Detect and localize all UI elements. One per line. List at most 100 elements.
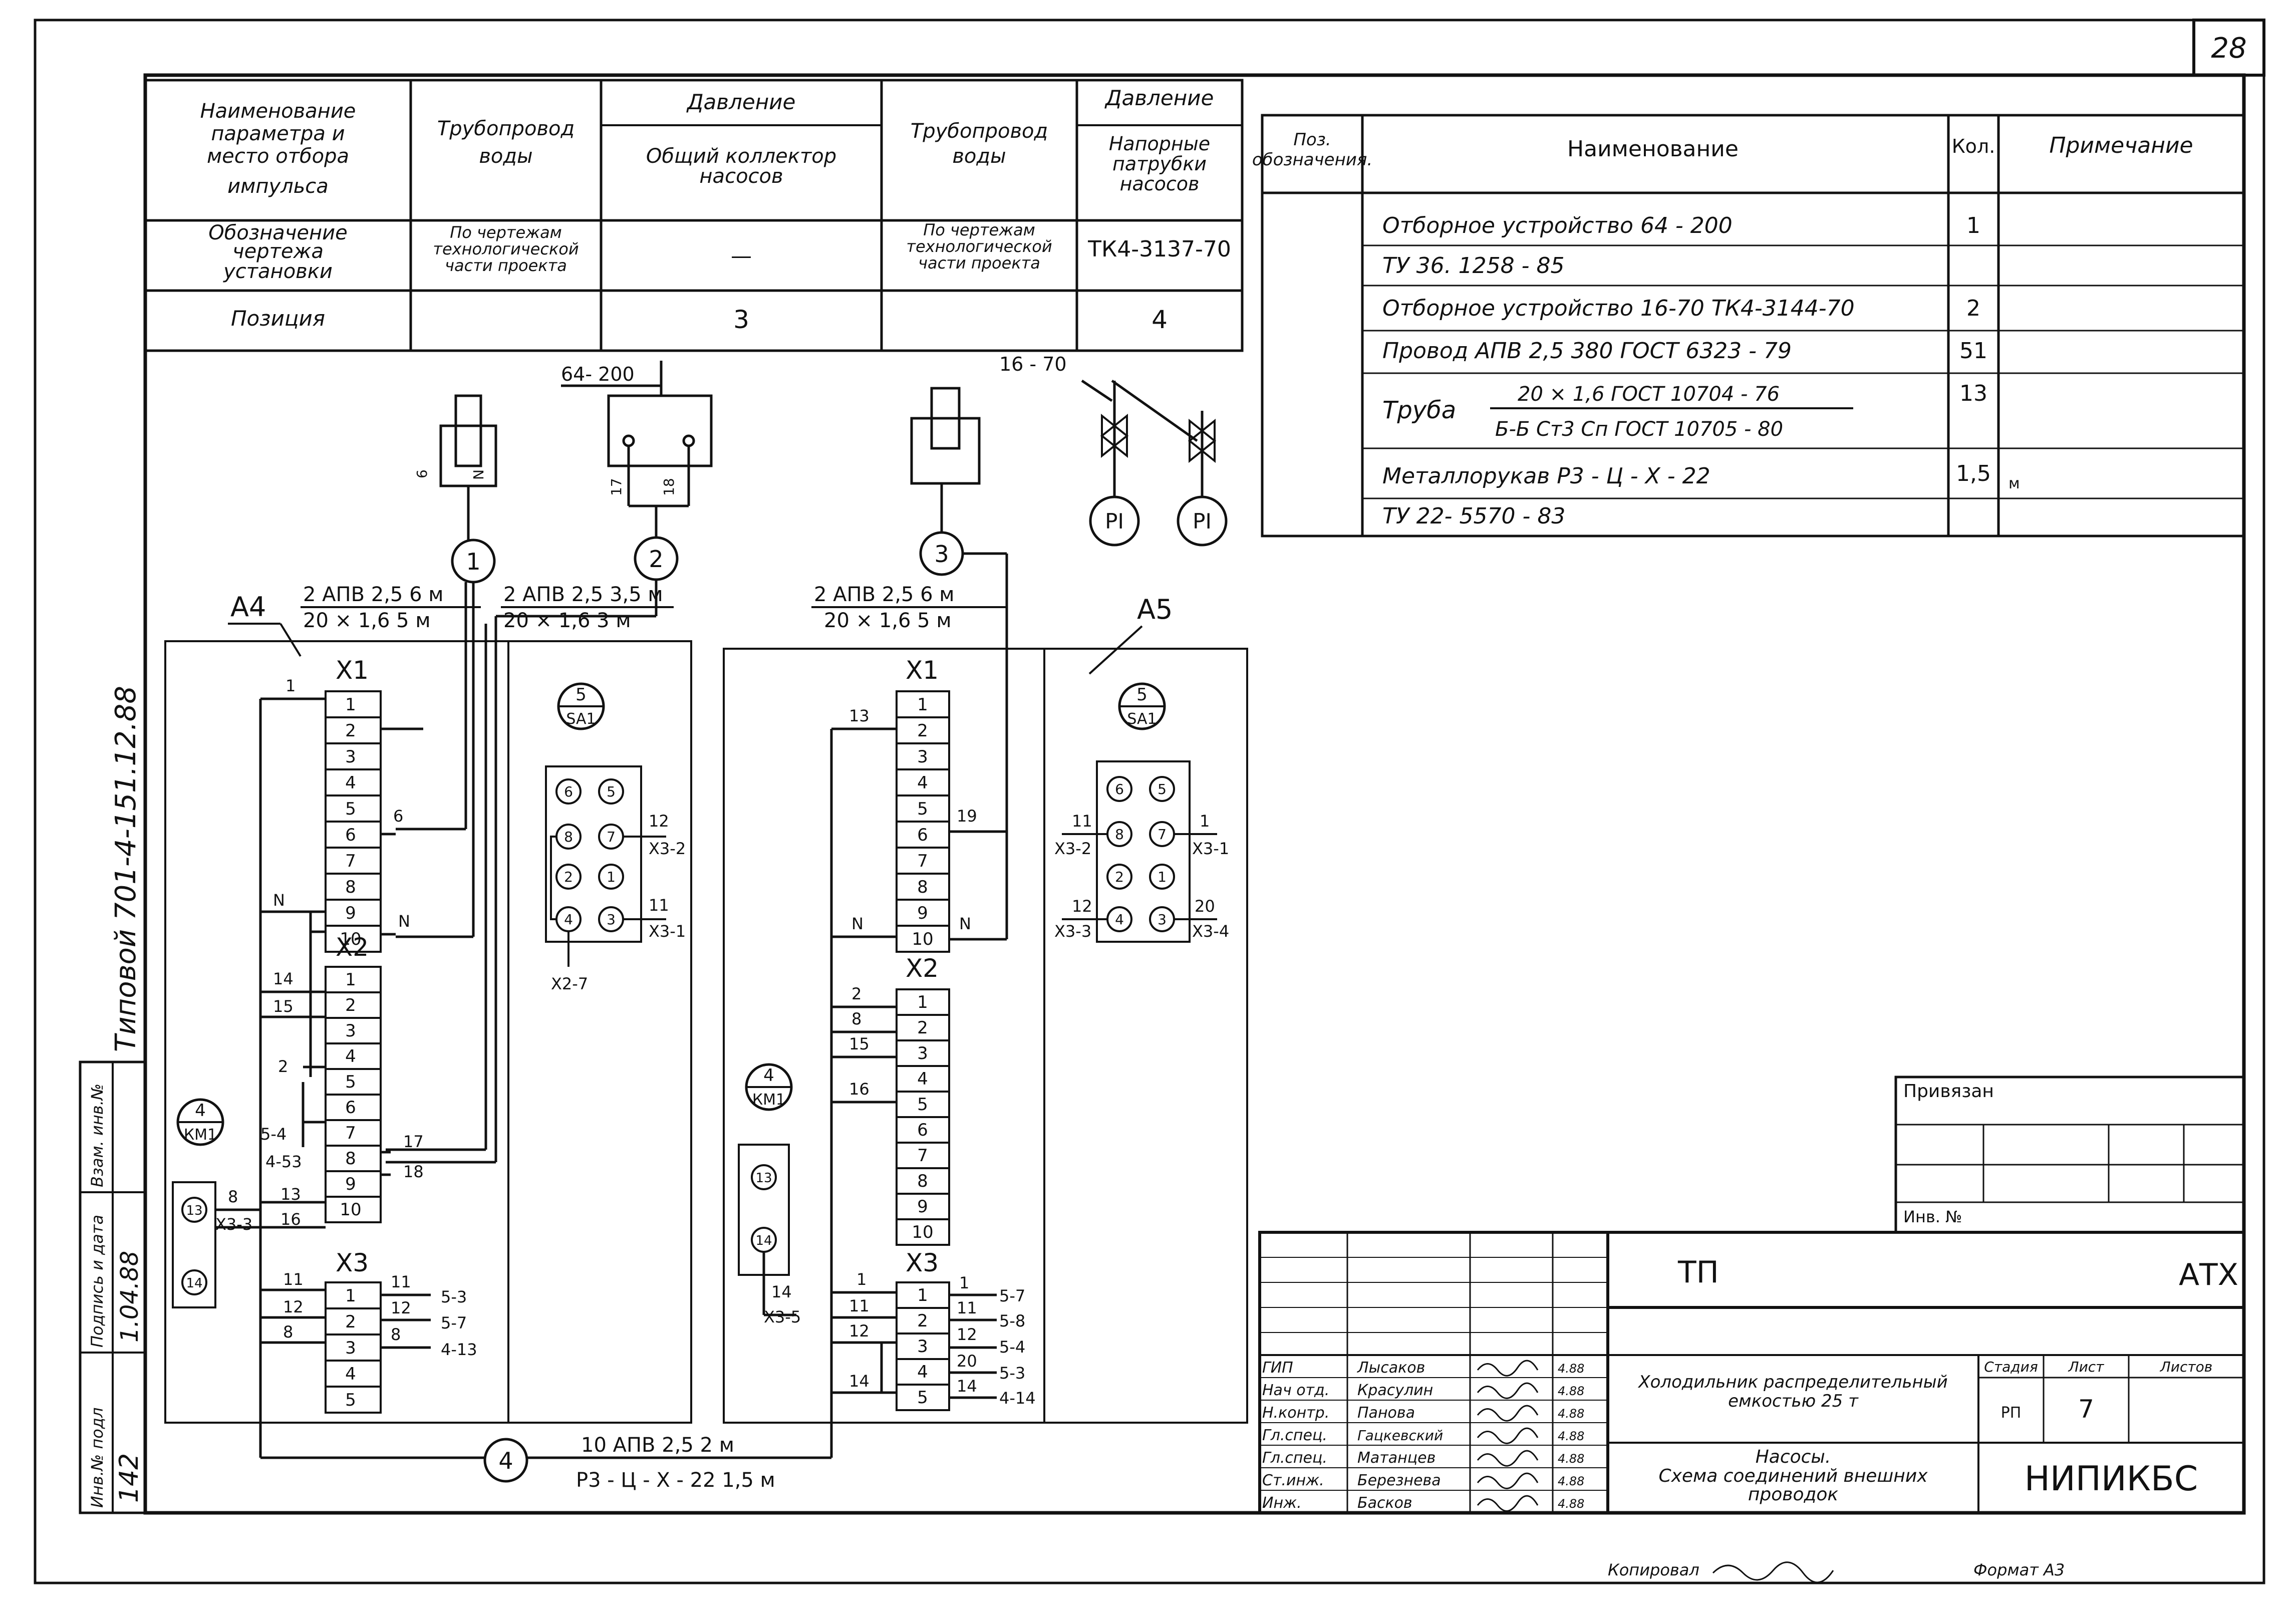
a4-x3-3-ref: Х3-3 [215,1215,252,1234]
device-2-sensor-64-200 [561,361,713,539]
a5-wire-N-left: N [851,914,864,933]
board-a4-label: А4 [230,591,266,623]
sheet-number: 28 [2211,32,2246,65]
svg-text:2: 2 [345,1312,356,1332]
a5-sa1-c7: 3 [1158,911,1167,928]
a4-wire-5-4: 5-4 [260,1125,286,1144]
stamp-role-5: Ст.инж. [1262,1472,1324,1489]
side-stamp: Типовой 701-4-151.12.88 Взам. инв.№ Подп… [79,686,147,1514]
param-row-pos-c2: 3 [733,305,749,334]
spec-row-5-qty: 1,5 [1956,461,1991,486]
svg-text:9: 9 [345,1174,356,1194]
a5-wire-20-r: 20 [957,1352,977,1371]
a4-wire-11-l: 11 [283,1270,304,1289]
a4-x1-label: Х1 [336,656,369,685]
param-row-pos-c4: 4 [1152,305,1168,334]
svg-text:5: 5 [345,1390,356,1410]
footer-kopiroval: Копировал [1608,1560,1699,1579]
spec-row-4-qty: 13 [1959,381,1987,406]
circle-3-label: 3 [934,541,949,568]
a5-sa1-1: 1 [1200,812,1210,831]
param-col-pressure1: Давление [686,90,796,114]
a5-x1-label: Х1 [906,656,939,685]
cable-a5-top: 2 АПВ 2,5 6 м [814,583,954,606]
device-16-70-label: 16 - 70 [999,353,1067,375]
spec-row-2-qty: 2 [1966,296,1980,321]
stamp-name-3: Гацкевский [1357,1427,1443,1444]
svg-text:8: 8 [345,877,356,897]
spec-row-4-name: Труба [1382,396,1456,424]
svg-text:5: 5 [917,799,928,819]
svg-text:1: 1 [917,1285,928,1305]
a4-wire-N-left: N [273,891,285,910]
a5-out-5-7: 5-7 [999,1286,1025,1305]
cable-bottom-top: 10 АПВ 2,5 2 м [581,1434,734,1457]
svg-text:1: 1 [917,695,928,715]
spec-h-name: Наименование [1567,136,1739,162]
a4-wire-16: 16 [280,1210,301,1229]
spec-row-4-num: 20 × 1,6 ГОСТ 10704 - 76 [1518,383,1780,406]
a5-wire-11-r: 11 [957,1298,977,1317]
a4-sa1-c0: 6 [564,783,573,800]
stamp-code-right: АТХ [2179,1257,2238,1292]
stamp-name-6: Басков [1357,1494,1412,1512]
a4-sa1-c7: 3 [607,911,616,928]
a4-km1-label: КМ1 [184,1126,217,1144]
svg-text:2: 2 [917,1311,928,1331]
side-stamp-text: Типовой 701-4-151.12.88 [110,686,142,1052]
stamp-date-6: 4.88 [1558,1497,1584,1511]
svg-text:8: 8 [917,877,928,897]
side-label-inv: Инв.№ подл [88,1408,107,1508]
pi-gauge-left-label: PI [1105,509,1124,533]
stamp-name-5: Березнева [1357,1472,1441,1489]
a5-x3-label: Х3 [906,1248,939,1277]
stamp-name-2: Панова [1357,1404,1415,1422]
a4-sa1-x2-7: Х2-7 [551,974,588,993]
footer-copy-signature [1712,1561,1834,1583]
spec-row-3-qty: 51 [1959,338,1987,364]
a5-sa1-c6: 4 [1115,911,1124,928]
a4-wire-4-53: 4-53 [265,1152,302,1171]
side-value-inv: 142 [114,1453,144,1503]
a4-wire-12-l: 12 [283,1297,304,1316]
a5-x2-terminal-block [896,988,950,1246]
circle-4 [483,1438,528,1483]
spec-h-qty: Кол. [1952,135,1995,157]
svg-text:9: 9 [917,1197,928,1217]
svg-text:2: 2 [345,721,356,741]
spec-row-0-name: Отборное устройство 64 - 200 [1382,213,1733,238]
board-a5 [723,648,1248,1424]
stamp-role-0: ГИП [1262,1359,1293,1377]
a4-km1-block [172,1181,216,1308]
a4-sa1-12: 12 [649,812,669,831]
svg-text:10: 10 [912,1222,933,1242]
a4-wire-11-r: 11 [391,1272,411,1291]
a5-wire-14-r: 14 [957,1377,977,1396]
a4-wire-14: 14 [273,969,294,988]
param-table [144,79,1244,352]
svg-text:9: 9 [345,903,356,923]
spec-row-5-name: Металлорукав Р3 - Ц - Х - 22 [1382,463,1710,489]
a5-sa1-c2: 8 [1115,826,1124,843]
stamp-date-1: 4.88 [1558,1384,1584,1398]
spec-row-2-name: Отборное устройство 16-70 ТК4-3144-70 [1382,296,1855,321]
a4-sa1-c2: 8 [564,829,573,845]
a4-sa1-11: 11 [649,896,669,915]
stamp-org: НИПИКБС [2025,1459,2198,1499]
cable-bottom-bot: Р3 - Ц - Х - 22 1,5 м [576,1469,775,1492]
pi-gauge-right-label: PI [1193,509,1212,533]
circle-1-label: 1 [466,548,480,575]
param-row-pos-label: Позиция [231,306,325,331]
stamp-name-4: Матанцев [1357,1449,1436,1467]
spec-row-3-name: Провод АПВ 2,5 380 ГОСТ 6323 - 79 [1382,338,1792,364]
svg-text:17: 17 [608,478,625,496]
svg-text:10: 10 [340,1200,361,1220]
stamp-date-4: 4.88 [1558,1452,1584,1466]
a5-wire-14-l: 14 [849,1372,870,1391]
svg-text:7: 7 [917,1146,928,1166]
a4-wire-8-l: 8 [283,1322,293,1342]
a5-wire-1-r: 1 [959,1273,969,1292]
svg-text:9: 9 [917,903,928,923]
